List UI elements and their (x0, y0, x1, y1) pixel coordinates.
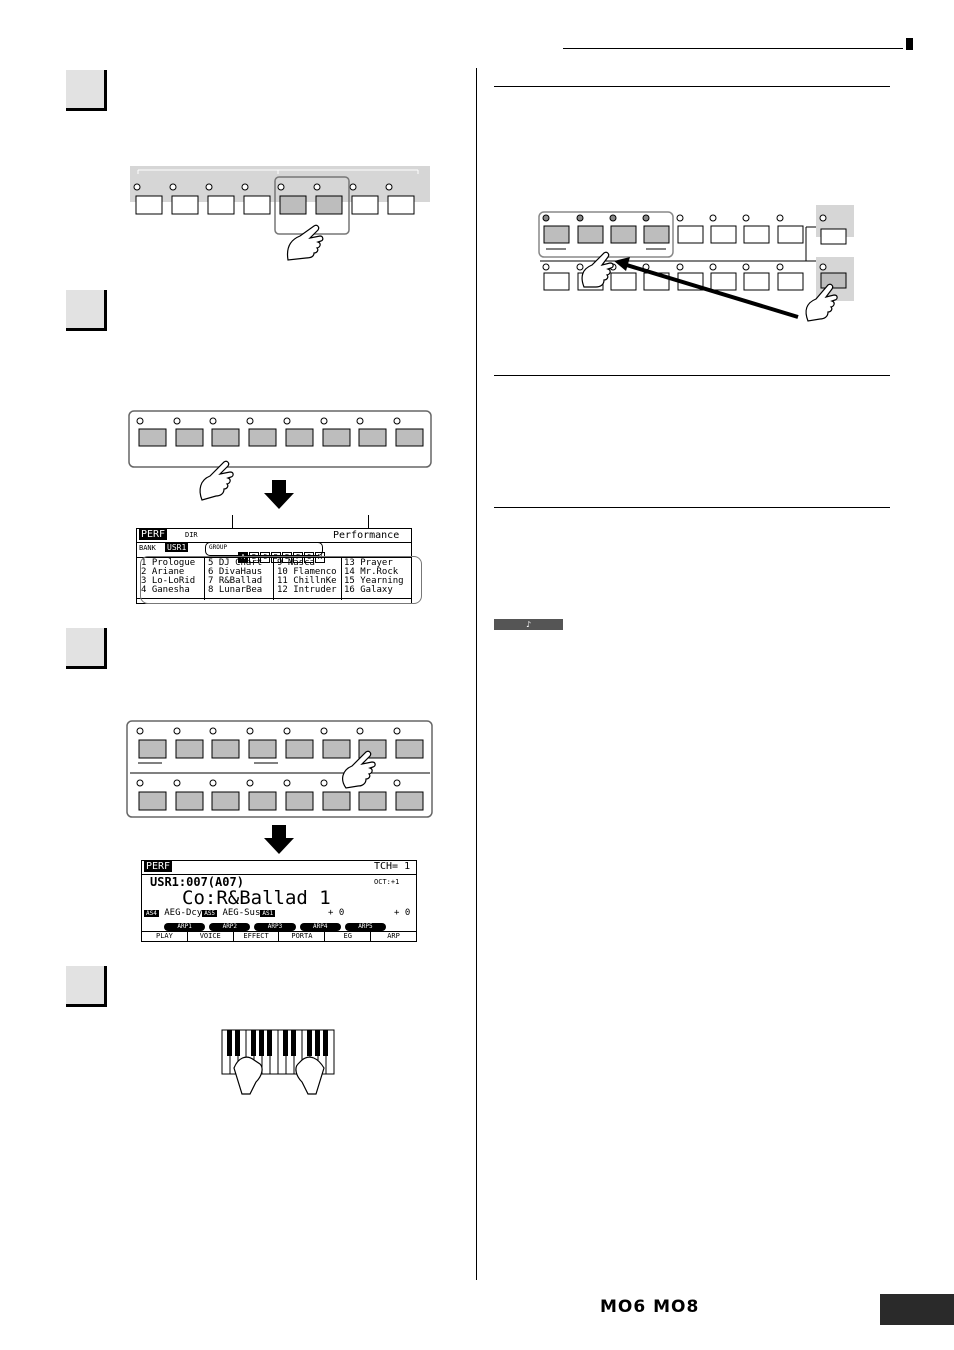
down-arrow (264, 480, 294, 509)
list-item: 11 ChillnKe (277, 576, 337, 586)
bank-value: USR1 (165, 543, 189, 552)
list-item: 9 Nasca (277, 558, 315, 568)
list-item: 12 Intruder (277, 585, 337, 595)
section-rule-3 (494, 507, 890, 508)
tab-voice: VOICE (186, 932, 233, 941)
header-rule (563, 48, 903, 49)
tch-readout: TCH= 1 (374, 861, 411, 872)
subtab-arp3: ARP3 (254, 923, 296, 931)
tab-porta: PORTA (278, 932, 324, 941)
subtab-arp2: ARP2 (209, 923, 251, 931)
subtab-arp4: ARP4 (299, 923, 341, 931)
list-item: 5 DJ Chart (208, 558, 263, 568)
list-top-rule (137, 557, 411, 558)
bank-label: BANK (139, 544, 156, 552)
step-box-4 (66, 966, 107, 1007)
keyboard-hands-illustration (221, 1029, 335, 1095)
perf-mode-label: PERF (139, 529, 168, 540)
list-item: 16 Galaxy (344, 585, 393, 595)
list-bottom-rule (137, 598, 411, 599)
list-item: 7 R&Ballad (208, 576, 263, 586)
list-item: 8 LunarBea (208, 585, 263, 595)
display-tabs: PLAY VOICE EFFECT PORTA EG ARP (142, 931, 416, 941)
header-marker (906, 38, 913, 50)
model-logo: MO6 MO8 (600, 1297, 700, 1317)
perf-mode-label: PERF (144, 861, 173, 872)
group-label: GROUP (209, 544, 228, 551)
section-rule-2 (494, 375, 890, 376)
list-item: 10 Flamenco (277, 567, 337, 577)
knob-param-1: AEG-Dcy (164, 908, 203, 918)
list-item: 13 Prayer (344, 558, 393, 568)
list-highlight (140, 556, 422, 604)
note-label: ПРИМЕЧАНИЕ (496, 631, 561, 640)
display-title: Performance (333, 530, 400, 541)
performance-play-display: PERF TCH= 1 USR1:007(A07) OCT:+1 Co:R&Ba… (141, 860, 417, 942)
knob-value-2: + 0 (394, 908, 411, 918)
knob-param-2: AEG-Sus (222, 908, 261, 918)
list-item: 6 DivaHaus (208, 567, 263, 577)
column-divider (476, 68, 477, 1280)
list-item: 15 Yearning (344, 576, 404, 586)
note-badge: ♪ ПРИМЕЧАНИЕ (494, 619, 563, 640)
tab-play: PLAY (155, 932, 173, 940)
tab-arp: ARP (370, 932, 416, 941)
header-underline (142, 874, 416, 875)
section-rule-1 (494, 86, 890, 87)
step-box-3 (66, 628, 107, 669)
bank-shift-illustration (538, 205, 854, 322)
list-item: 3 Lo-LoRid (141, 576, 196, 586)
tab-eg: EG (324, 932, 370, 941)
octave-readout: OCT:+1 (374, 878, 400, 886)
list-item: 2 Ariane (141, 567, 185, 577)
list-item: 14 Mr.Rock (344, 567, 399, 577)
dir-label: DIR (185, 531, 198, 539)
performance-name: Co:R&Ballad 1 (182, 887, 331, 909)
step-box-1 (66, 70, 107, 111)
bank-buttons-illustration (128, 410, 432, 501)
button-strip-illustration (130, 166, 430, 261)
down-arrow (264, 825, 294, 854)
performance-location: USR1:007(A07) (150, 875, 244, 889)
arp-subtabs: ARP1 ARP2 ARP3 ARP4 ARP5 (164, 923, 387, 931)
tab-effect: EFFECT (232, 932, 279, 941)
number-buttons-illustration (126, 720, 433, 818)
subtab-arp5: ARP5 (344, 923, 387, 931)
step-box-2 (66, 290, 107, 331)
page-number-tab (880, 1294, 954, 1325)
knob-value-1: + 0 (328, 908, 345, 918)
list-item: 4 Ganesha (141, 585, 190, 595)
subtab-arp1: ARP1 (164, 923, 206, 931)
